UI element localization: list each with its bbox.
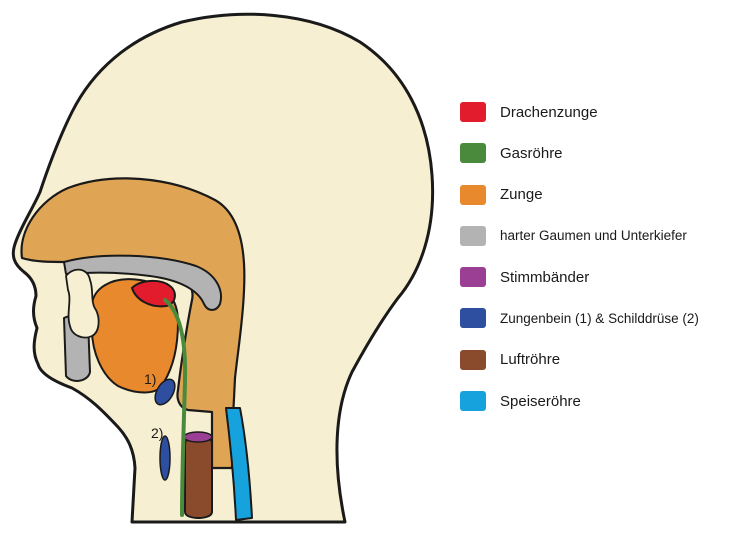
- legend-item-drachenzunge: Drachenzunge: [460, 100, 725, 124]
- swatch: [460, 225, 486, 246]
- legend-item-speiseroehre: Speiseröhre: [460, 389, 725, 413]
- legend-label: Gasröhre: [500, 144, 563, 162]
- legend-item-zungenbein: Zungenbein (1) & Schilddrüse (2): [460, 306, 725, 330]
- front-teeth: [65, 268, 100, 339]
- thyroid-gland: [159, 435, 171, 481]
- legend-item-gaumen: harter Gaumen und Unterkiefer: [460, 224, 725, 248]
- callout-thyroid: 2): [151, 425, 163, 441]
- legend-label: Stimmbänder: [500, 268, 590, 286]
- esophagus: [225, 407, 253, 521]
- tongue: [90, 278, 179, 394]
- swatch: [460, 308, 486, 329]
- trachea: [184, 434, 213, 519]
- legend-item-stimmbaender: Stimmbänder: [460, 265, 725, 289]
- legend-item-luftroehre: Luftröhre: [460, 348, 725, 372]
- legend-item-gasroehre: Gasröhre: [460, 141, 725, 165]
- legend: Drachenzunge Gasröhre Zunge harter Gaume…: [460, 100, 725, 430]
- hard-palate: [63, 254, 222, 311]
- legend-label: Luftröhre: [500, 351, 561, 369]
- legend-label: Drachenzunge: [500, 103, 598, 121]
- swatch: [460, 267, 486, 288]
- legend-label: Zunge: [500, 186, 543, 204]
- legend-label: harter Gaumen und Unterkiefer: [500, 228, 687, 244]
- head-cross-section: 1) 2): [11, 12, 435, 524]
- swatch: [460, 391, 486, 412]
- legend-label: Zungenbein (1) & Schilddrüse (2): [500, 310, 699, 326]
- swatch: [460, 143, 486, 164]
- swatch: [460, 102, 486, 122]
- legend-label: Speiseröhre: [500, 392, 581, 410]
- airway: [163, 298, 188, 517]
- vocal-cords: [183, 431, 213, 443]
- swatch: [460, 184, 486, 205]
- swatch: [460, 349, 486, 370]
- legend-item-zunge: Zunge: [460, 183, 725, 207]
- callout-hyoid: 1): [144, 371, 156, 387]
- hyoid-bone: [154, 378, 176, 406]
